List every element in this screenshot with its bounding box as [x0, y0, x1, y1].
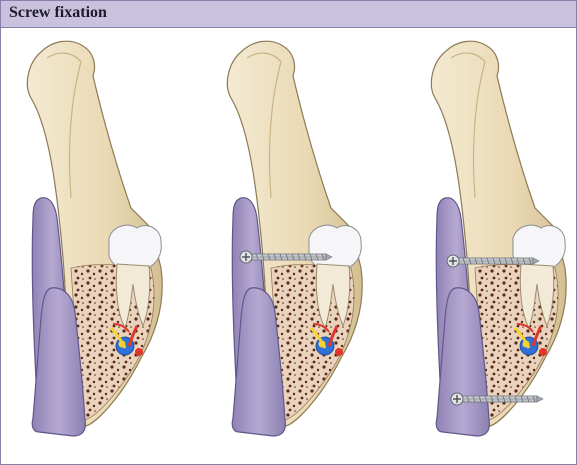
figure-title: Screw fixation	[9, 4, 107, 21]
illustration-canvas	[25, 39, 568, 437]
panel-one-screw	[225, 39, 364, 437]
title-bar: Screw fixation	[1, 1, 576, 28]
panel-no-screw	[25, 39, 164, 437]
panel-two-screws	[429, 39, 568, 437]
